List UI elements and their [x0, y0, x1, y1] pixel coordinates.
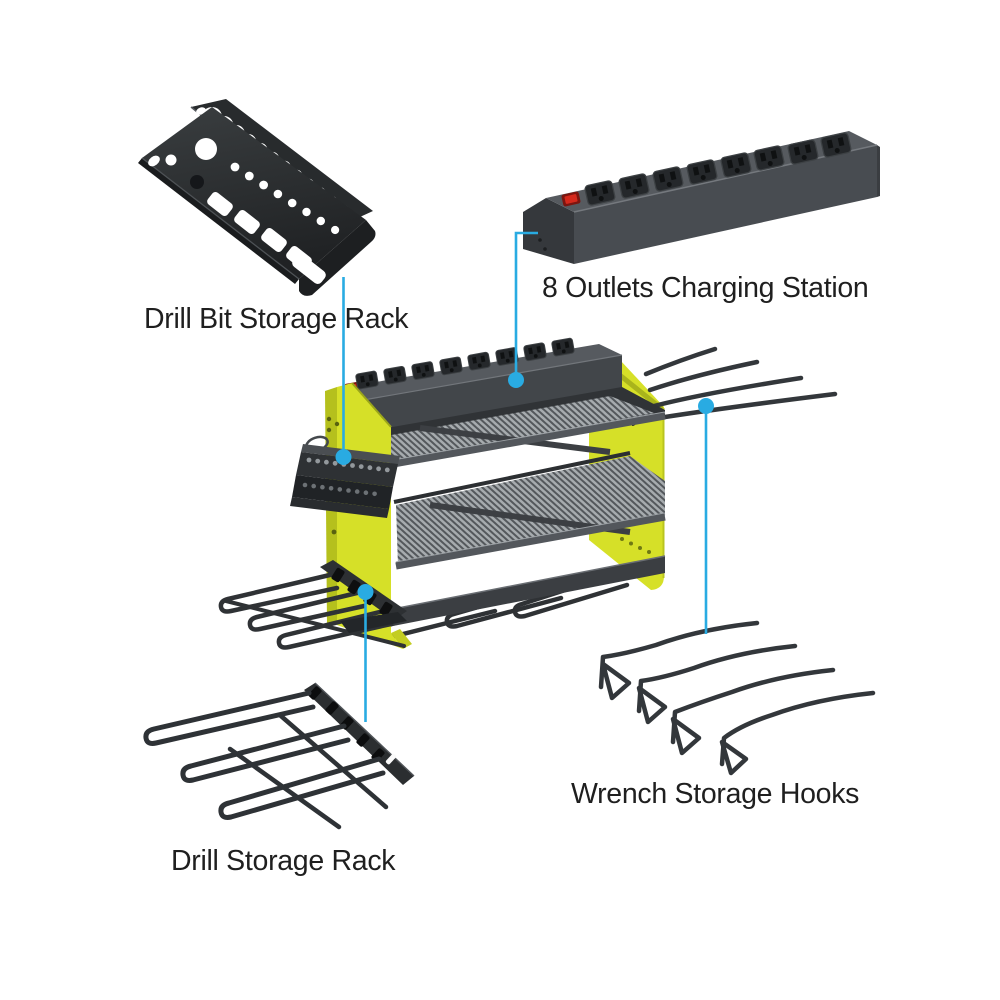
- main-organizer-unit: [218, 337, 838, 650]
- label-drill-bit-storage-rack: Drill Bit Storage Rack: [144, 303, 409, 335]
- drill-rack-prongs: [143, 690, 389, 830]
- label-wrench-storage-hooks: Wrench Storage Hooks: [571, 778, 860, 810]
- drill-bit-storage-rack-part: [138, 99, 376, 296]
- panel-screw-holes: [620, 537, 651, 554]
- drill-storage-rack-part: [143, 682, 415, 830]
- callout-dot-charging-station: [508, 372, 524, 388]
- charging-station-part: [523, 131, 880, 264]
- callout-dot-drill-bit-rack: [335, 449, 352, 465]
- callouts: [342, 231, 708, 722]
- big-plate-holes: [148, 138, 340, 270]
- label-drill-storage-rack: Drill Storage Rack: [171, 845, 396, 877]
- wrench-storage-hooks-part: [598, 620, 876, 776]
- callout-dot-wrench-hooks: [698, 398, 714, 414]
- bottom-rail: [393, 556, 665, 626]
- callout-line-charging-station: [514, 231, 538, 380]
- label-charging-station: 8 Outlets Charging Station: [542, 272, 869, 304]
- mounted-drill-prongs-left: [218, 571, 406, 650]
- mounted-drill-bit-tray: [290, 435, 400, 518]
- top-shelf: [352, 387, 666, 475]
- callout-dots: [335, 372, 714, 600]
- middle-shelf: [393, 451, 666, 570]
- callout-dot-drill-rack: [357, 584, 374, 600]
- mounted-wrench-hooks: [643, 346, 838, 420]
